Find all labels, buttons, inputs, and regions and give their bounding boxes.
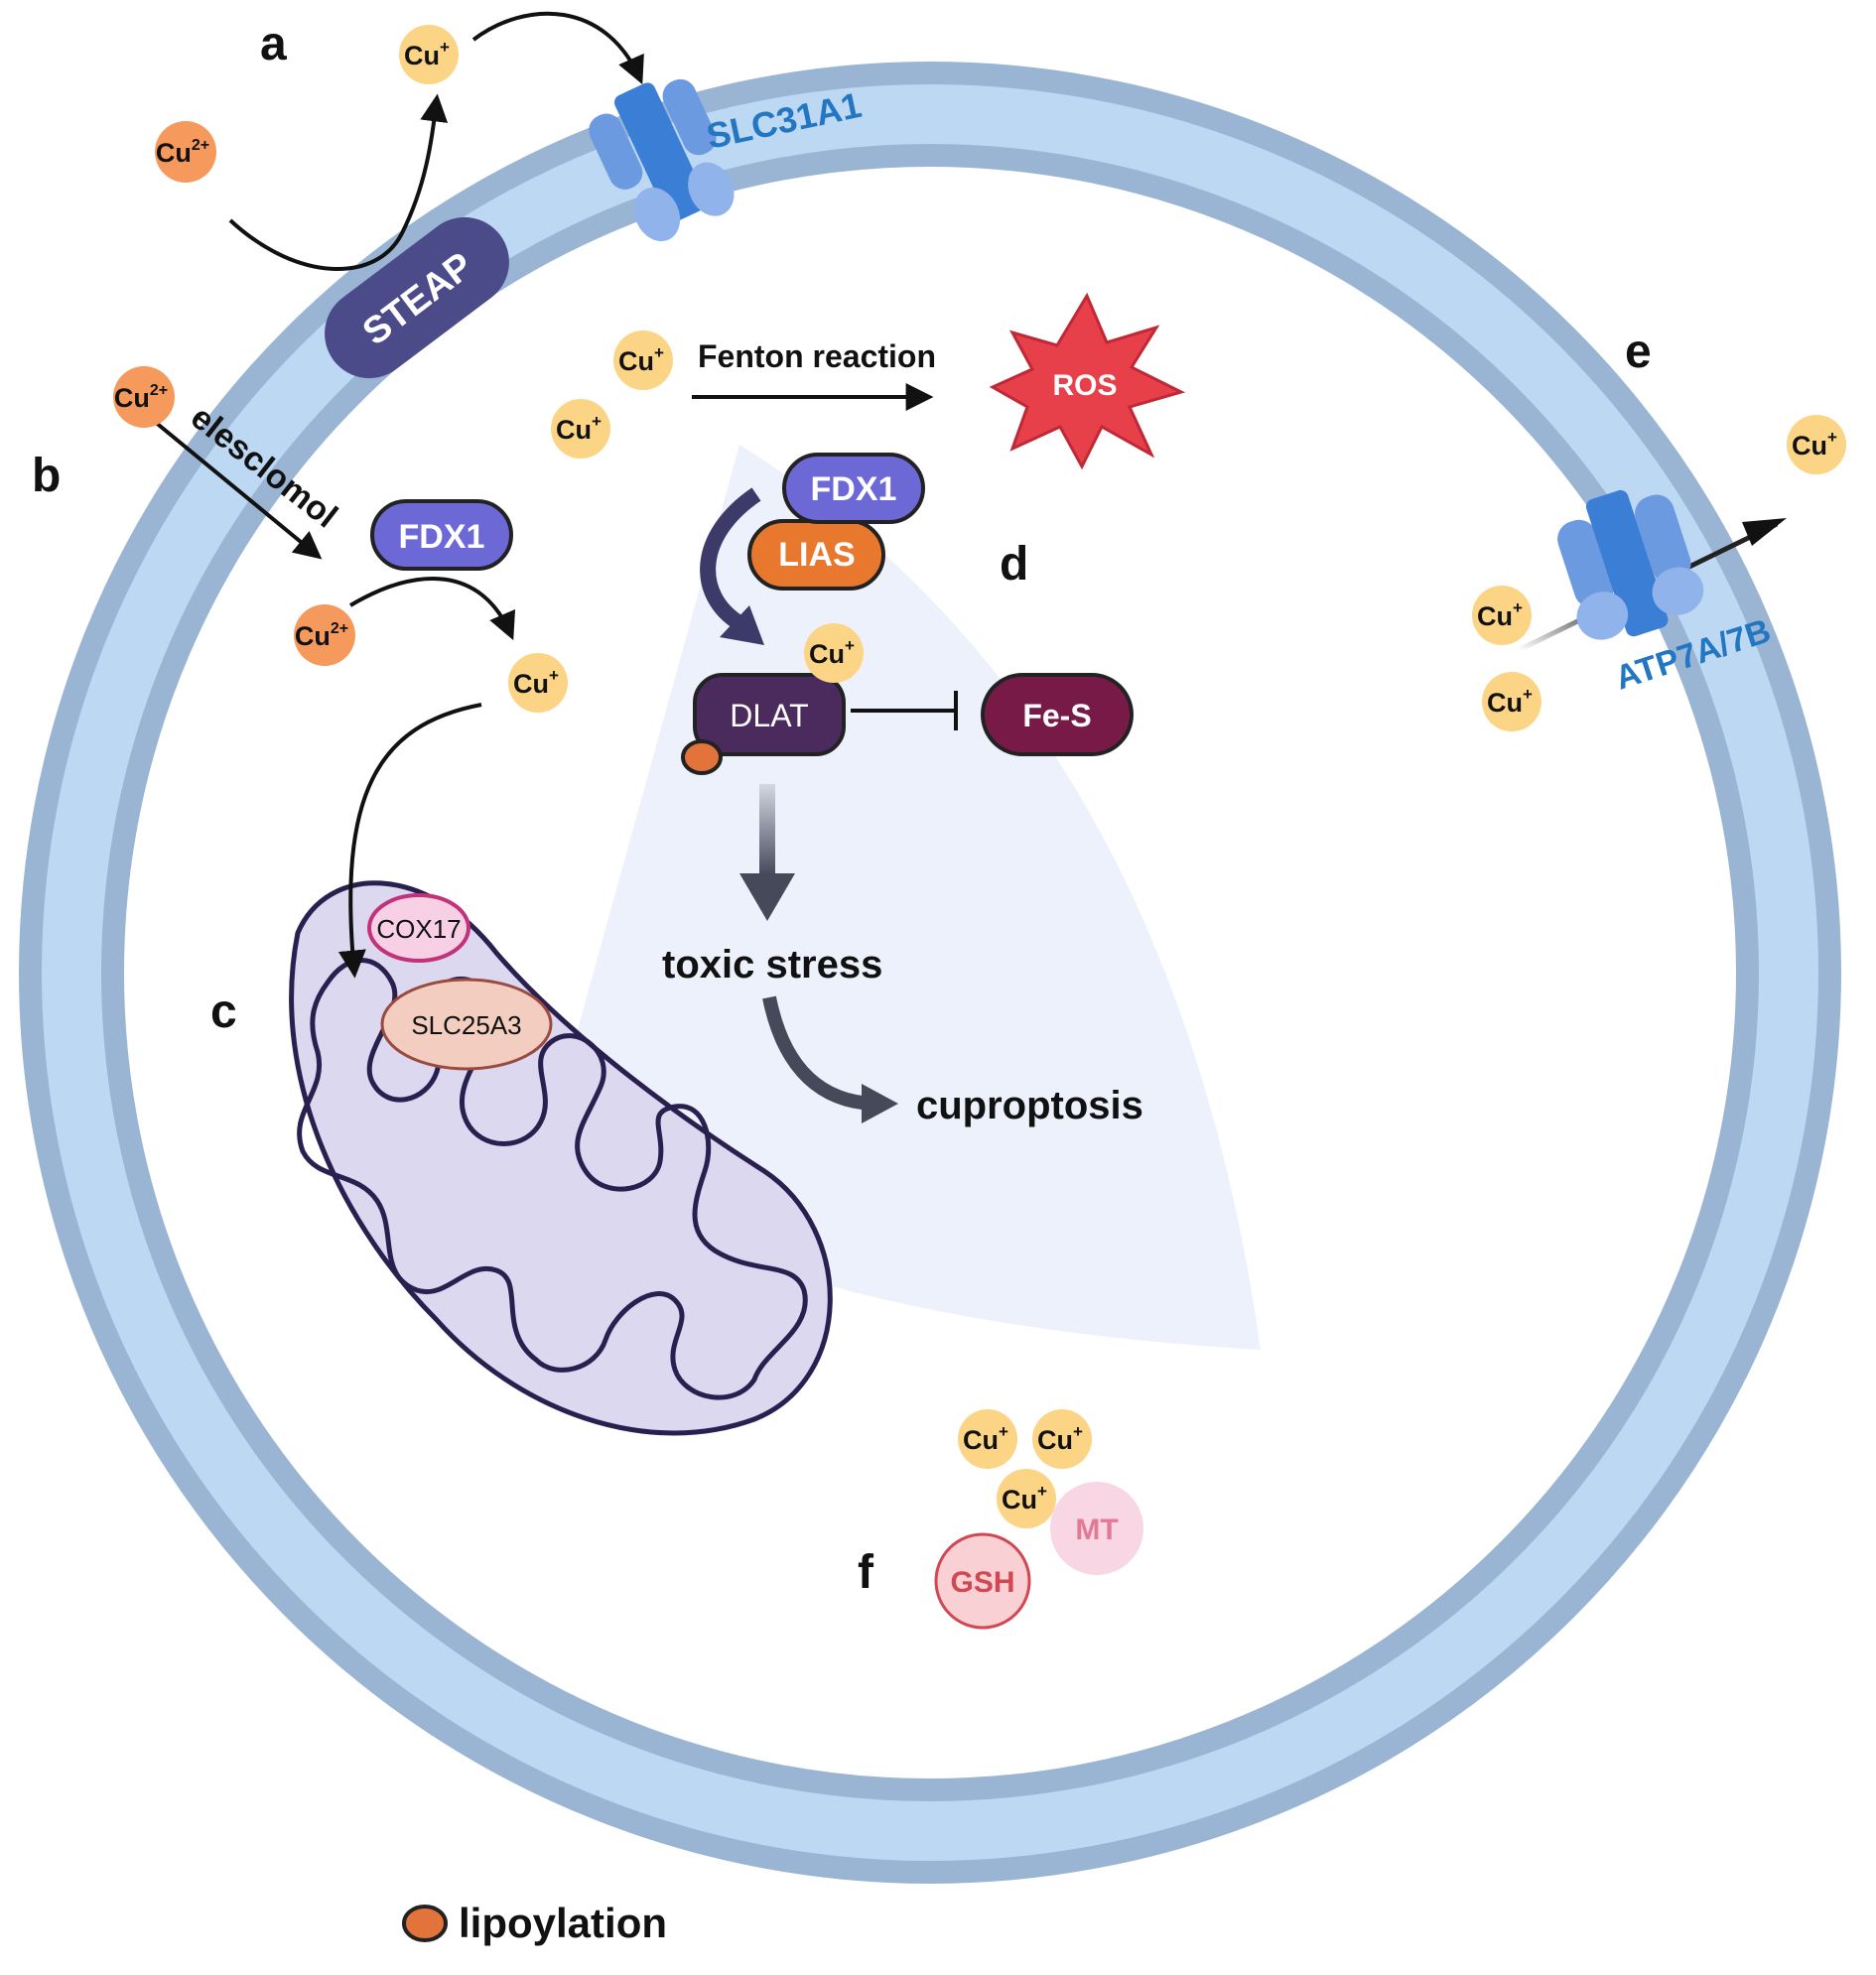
svg-text:Cu+: Cu+ [513, 666, 559, 699]
arrow-cu1-to-cox17 [337, 703, 482, 979]
cu2-ion: Cu2+ [294, 604, 355, 666]
svg-text:Cu2+: Cu2+ [295, 620, 348, 651]
panel-letter-a: a [260, 18, 287, 70]
svg-text:SLC25A3: SLC25A3 [411, 1010, 521, 1040]
cu1-ion: Cu+ [551, 399, 610, 459]
svg-text:Fe-S: Fe-S [1022, 698, 1091, 733]
svg-text:DLAT: DLAT [730, 698, 808, 733]
arrow-cu2-steap-cu1 [228, 93, 449, 271]
cu1-ion: Cu+ [1482, 672, 1541, 731]
svg-text:Cu+: Cu+ [1487, 685, 1533, 718]
cu2-ion: Cu2+ [113, 366, 175, 428]
slc31a1-transporter [589, 78, 735, 242]
svg-text:Cu2+: Cu2+ [114, 382, 168, 413]
panel-letter-b: b [32, 450, 61, 502]
dlat-protein: DLAT [681, 673, 846, 775]
cu2-ion: Cu2+ [155, 121, 216, 183]
svg-text:COX17: COX17 [376, 914, 461, 944]
cu1-ion: Cu+ [804, 623, 864, 683]
svg-text:Cu+: Cu+ [404, 38, 450, 70]
svg-text:FDX1: FDX1 [399, 518, 485, 556]
fenton-label: Fenton reaction [698, 338, 936, 374]
cu1-ion: Cu+ [958, 1409, 1017, 1469]
mt-molecule: MT [1050, 1482, 1143, 1575]
cu1-ions: Cu+ Cu+ Cu+ Cu+ Cu+ Cu+ Cu+ Cu+ Cu+ Cu+ … [399, 25, 1846, 1528]
arrow-to-toxic-stress [759, 784, 775, 875]
cu2-ions: Cu2+ Cu2+ Cu2+ [113, 121, 355, 666]
cu1-ion: Cu+ [508, 653, 568, 713]
fdx1-left: FDX1 [370, 499, 513, 571]
svg-text:MT: MT [1075, 1514, 1118, 1546]
ros-burst: ROS [989, 292, 1186, 470]
arrow-elesclomol [147, 415, 323, 560]
arrow-fdx1-to-dlat [700, 487, 761, 630]
atp7-transporter [1557, 489, 1704, 640]
cell-membrane [19, 62, 1841, 1884]
panel-letter-c: c [210, 986, 237, 1038]
toxic-stress-label: toxic stress [662, 943, 882, 987]
svg-text:Cu+: Cu+ [963, 1422, 1008, 1455]
svg-text:Cu+: Cu+ [1002, 1482, 1047, 1514]
svg-text:ROS: ROS [1052, 369, 1117, 402]
arrows [147, 11, 958, 979]
svg-text:Cu+: Cu+ [1037, 1422, 1083, 1455]
cu1-ion: Cu+ [1472, 586, 1532, 645]
svg-text:FDX1: FDX1 [811, 470, 897, 508]
svg-text:lipoylation: lipoylation [459, 1900, 667, 1946]
arrow-to-cuproptosis [762, 995, 874, 1111]
svg-text:Cu2+: Cu2+ [156, 137, 209, 168]
cu1-ion: Cu+ [1787, 415, 1846, 474]
svg-text:Cu+: Cu+ [1792, 428, 1837, 461]
arrow-efflux-head [1742, 518, 1787, 546]
panel-letter-e: e [1625, 326, 1652, 378]
gsh-molecule: GSH [934, 1532, 1031, 1630]
svg-text:Cu+: Cu+ [556, 412, 602, 445]
cox17-protein: COX17 [367, 893, 470, 963]
panel-letter-d: d [1000, 538, 1028, 591]
svg-text:Cu+: Cu+ [809, 636, 855, 669]
fdx1-lias-complex: LIAS FDX1 [747, 453, 925, 591]
legend-lipoylation: lipoylation [402, 1900, 667, 1946]
arrow-cu1-to-slc31a1 [471, 11, 644, 85]
cu1-ion: Cu+ [997, 1469, 1056, 1528]
highlight-wedge [544, 445, 1261, 1350]
panel-letter-f: f [858, 1546, 874, 1599]
svg-text:GSH: GSH [950, 1566, 1014, 1599]
svg-text:Cu+: Cu+ [1477, 598, 1523, 631]
arrow-fdx1-reduction [348, 577, 516, 641]
cuproptosis-label: cuproptosis [916, 1084, 1143, 1127]
cu1-ion: Cu+ [613, 330, 673, 390]
lipoylation-marker [681, 739, 723, 775]
cu1-ion: Cu+ [399, 25, 459, 84]
svg-text:LIAS: LIAS [778, 536, 855, 574]
fe-s-cluster: Fe-S [981, 673, 1134, 756]
slc25a3-protein: SLC25A3 [380, 978, 553, 1071]
cu1-ion: Cu+ [1032, 1409, 1092, 1469]
svg-text:Cu+: Cu+ [618, 343, 664, 376]
